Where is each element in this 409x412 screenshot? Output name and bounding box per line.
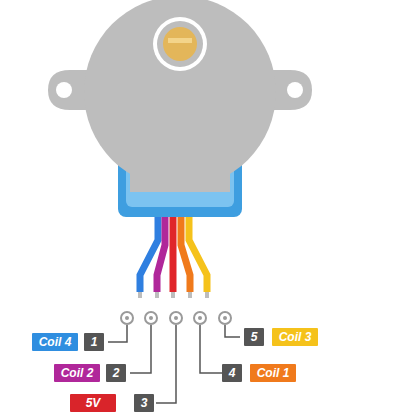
label-text: 3 [141,396,148,410]
label-text: 4 [229,366,236,380]
mount-hole [56,82,72,98]
pin-number: 5 [244,328,264,346]
leader-lines [108,325,240,403]
label-text: 1 [91,335,98,349]
label-text: 5V [86,396,101,410]
label-text: Coil 4 [39,335,72,349]
shaft-ring [153,17,207,71]
shaft-flat [168,38,192,43]
coil-label: Coil 3 [272,328,318,346]
coil-label: Coil 2 [54,364,100,382]
label-text: Coil 2 [61,366,94,380]
wire-tips [138,292,209,298]
shaft-ring [157,21,203,67]
pin-number: 4 [222,364,242,382]
wires [140,205,207,292]
coil-label: Coil 4 [32,333,78,351]
label-text: Coil 1 [257,366,290,380]
pin-number: 3 [134,394,154,412]
pins [121,312,231,324]
label-text: 2 [113,366,120,380]
mount-hole [287,82,303,98]
coil-label: Coil 1 [250,364,296,382]
pin-centres [125,316,227,320]
label-text: 5 [251,330,258,344]
label-text: Coil 3 [279,330,312,344]
pin-number: 1 [84,333,104,351]
shaft [163,27,197,61]
supply-label: 5V [70,394,116,412]
pin-number: 2 [106,364,126,382]
motor-body [130,150,230,192]
